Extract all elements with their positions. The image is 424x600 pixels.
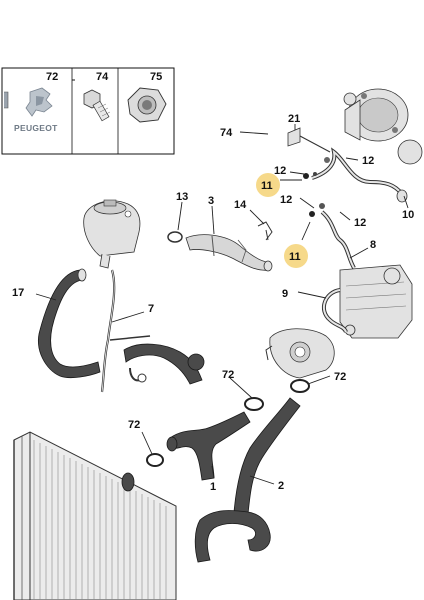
oil-pipe-lower: [309, 203, 356, 270]
coolant-hose-17: [38, 268, 101, 379]
hose-clamp: [244, 397, 264, 411]
legend-box: 72 74 75 PEUGEOT: [1, 67, 175, 155]
callout-12: 12: [354, 217, 366, 229]
callout-72: 72: [334, 371, 346, 383]
breather-pipe-7: [100, 269, 151, 393]
oil-cooler: [321, 264, 413, 339]
sensor-part: [257, 221, 273, 241]
thermostat-housing: [265, 328, 335, 379]
callout-21: 21: [288, 113, 300, 125]
callout-11: 11: [289, 251, 301, 263]
callout-9: 9: [282, 288, 288, 300]
callout-2: 2: [278, 480, 284, 492]
callout-72: 72: [128, 419, 140, 431]
callout-3: 3: [208, 195, 214, 207]
callout-7: 7: [148, 303, 154, 315]
coolant-pipe-3: [185, 234, 273, 272]
nut-icon: [127, 87, 167, 123]
clip-part: [167, 231, 183, 243]
callout-12: 12: [274, 165, 286, 177]
radiator: [13, 431, 177, 600]
callout-12: 12: [280, 194, 292, 206]
callout-17: 17: [12, 287, 24, 299]
peugeot-lion-logo: [25, 87, 53, 117]
hose-clamp: [146, 453, 164, 467]
legend-label-75: 75: [150, 71, 162, 83]
callout-74: 74: [220, 127, 233, 139]
turbocharger: [343, 88, 423, 165]
callout-11: 11: [261, 180, 273, 192]
highlight-marker: [284, 244, 308, 268]
callout-14: 14: [234, 199, 247, 211]
highlight-marker: [256, 173, 280, 197]
bolt-icon: [83, 89, 111, 122]
legend-brand-text: PEUGEOT: [14, 123, 58, 133]
callout-1: 1: [210, 481, 216, 493]
legend-label-74: 74: [96, 71, 109, 83]
expansion-tank: [83, 199, 141, 269]
callout-72: 72: [222, 369, 234, 381]
coolant-hose-lower: [194, 510, 271, 563]
coolant-hose-1: [166, 411, 251, 481]
leader-lines: [35, 124, 409, 485]
callout-13: 13: [176, 191, 188, 203]
legend-label-72: 72: [46, 71, 58, 83]
callout-8: 8: [370, 239, 376, 251]
bracket-part: [287, 127, 331, 153]
callout-10: 10: [402, 209, 414, 221]
hose-clamp: [290, 379, 310, 393]
coolant-hose-middle: [123, 343, 205, 385]
oil-pipe-upper: [303, 147, 408, 203]
callout-12: 12: [362, 155, 374, 167]
callout-labels: 74 21 12 12 11 12 12 10 8 11 9 13 3 14 1…: [12, 113, 414, 493]
